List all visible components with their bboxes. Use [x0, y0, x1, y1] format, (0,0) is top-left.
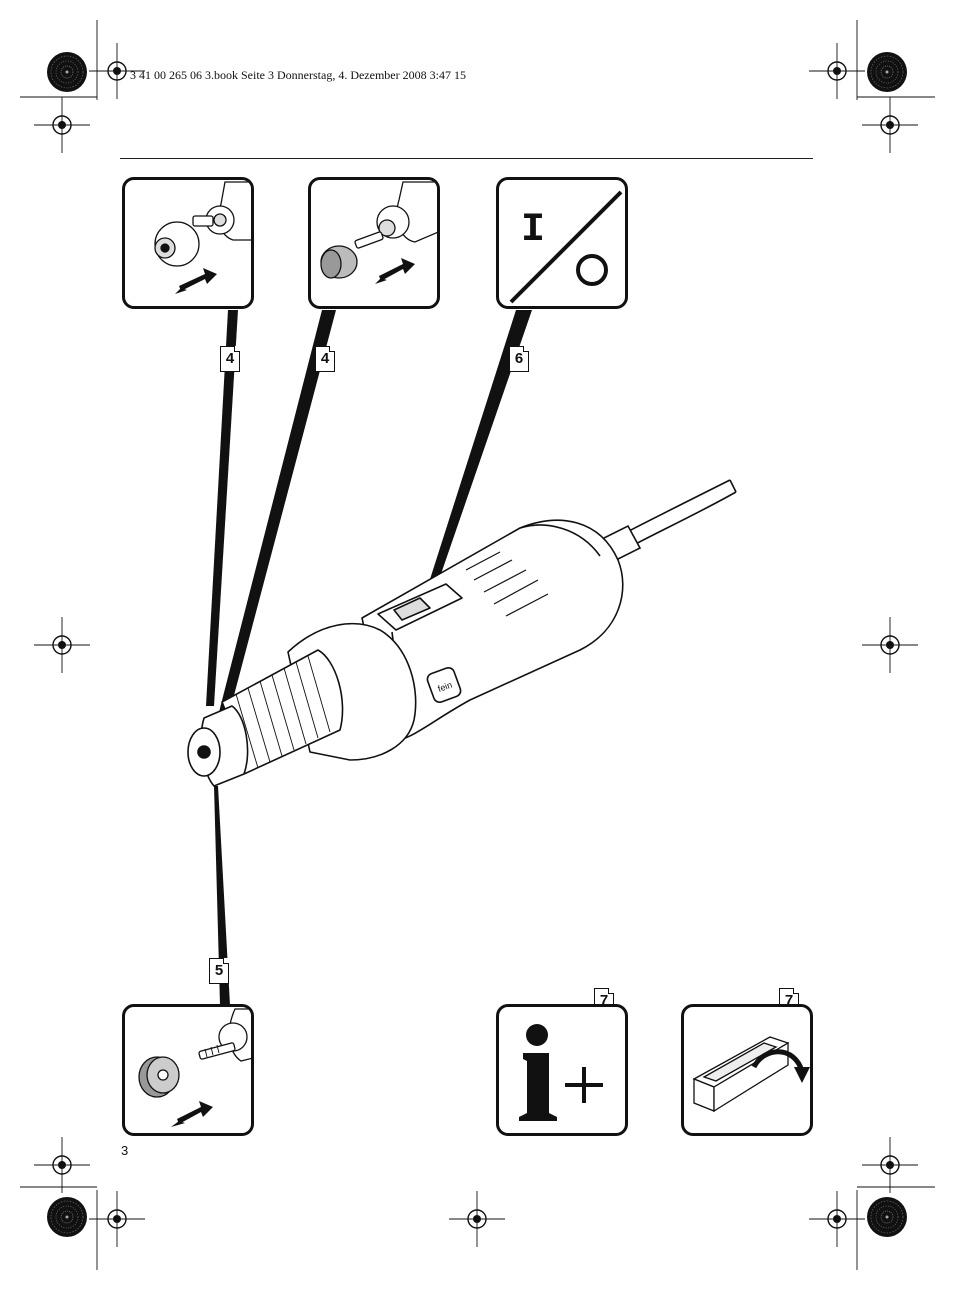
info-plus-icon: [519, 1024, 603, 1121]
ref-chuck-change: 4: [220, 346, 240, 372]
panel-info: [496, 1004, 628, 1136]
panel-grinding-pin: [308, 177, 440, 309]
panel-chuck-change: [122, 177, 254, 309]
double-arrow-icon: [171, 1101, 213, 1127]
ref-grinding-wheel: 5: [209, 958, 229, 984]
leader-lines: [206, 310, 532, 1005]
on-symbol: I: [521, 208, 545, 253]
grinding-pin-icon: [320, 181, 437, 284]
on-off-switch-icon: I: [509, 190, 623, 304]
trim-marks: [20, 20, 935, 1270]
panel-on-off: I: [496, 177, 628, 309]
grinding-wheel-icon: [138, 1008, 251, 1127]
ref-grinding-pin: 4: [315, 346, 335, 372]
chuck-change-icon: [154, 181, 251, 294]
header-rule: [120, 158, 813, 159]
panel-packaging: [681, 1004, 813, 1136]
ref-on-off: 6: [509, 346, 529, 372]
file-header: 3 41 00 265 06 3.book Seite 3 Donnerstag…: [130, 68, 466, 82]
box-open-arrow-icon: [692, 1036, 810, 1113]
double-arrow-icon: [175, 268, 217, 294]
panel-grinding-wheel: [122, 1004, 254, 1136]
double-arrow-icon: [375, 258, 415, 284]
svg-text:fein: fein: [436, 680, 453, 694]
off-symbol: [576, 254, 608, 286]
page-number: 3: [121, 1143, 129, 1158]
die-grinder-tool: fein: [187, 519, 624, 787]
